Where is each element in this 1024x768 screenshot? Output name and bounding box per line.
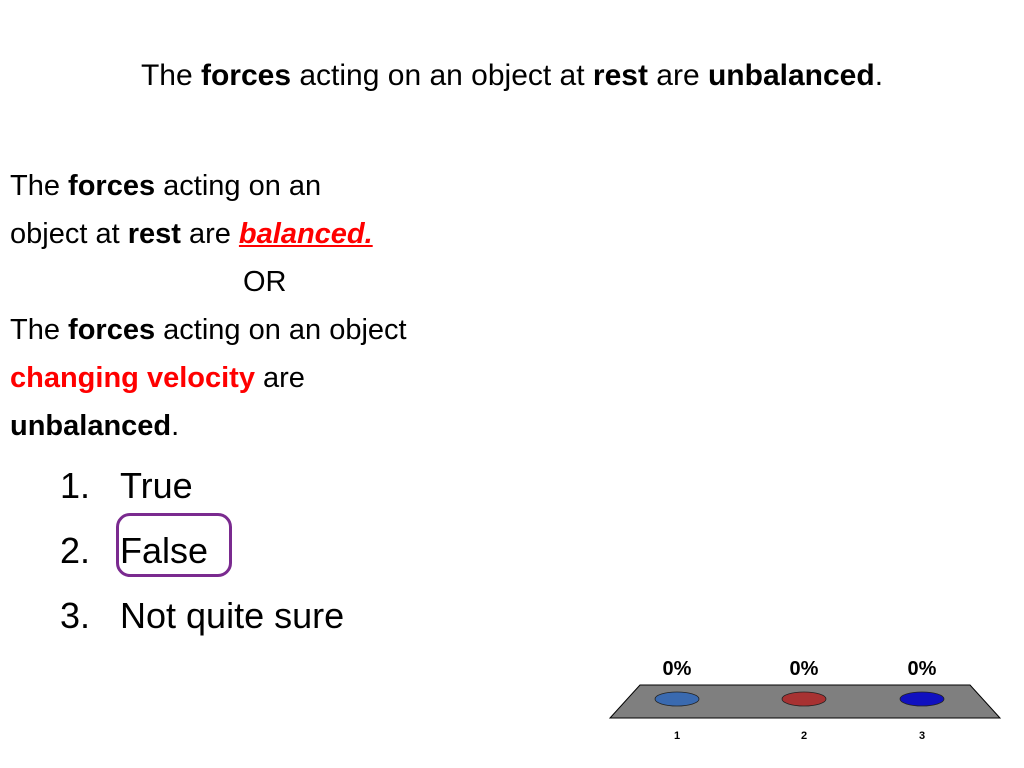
title-text: are (647, 59, 708, 92)
statement-balanced: balanced. (238, 218, 373, 250)
answer-list: 1. True 2. False 3. Not quite sure (60, 462, 344, 657)
statement-line-1: The forces acting on an (10, 162, 510, 210)
answer-number: 3. (60, 595, 91, 636)
statement-text: The (10, 314, 69, 346)
statement-text: are (180, 218, 239, 250)
chart-bar-base-1 (654, 691, 700, 707)
statement-text: are (254, 362, 305, 394)
statement-period: . (171, 410, 180, 442)
title-text: acting on an object at (291, 59, 593, 92)
title-rest: rest (592, 59, 648, 92)
statement-forces: forces (68, 314, 156, 346)
statement-line-5: changing velocity are (10, 354, 510, 402)
chart-value-label-3: 0% (907, 658, 937, 680)
poll-chart-svg (608, 684, 1002, 719)
answer-number: 1. (60, 465, 91, 506)
statement-line-4: The forces acting on an object (10, 306, 510, 354)
statement-line-6: unbalanced. (10, 402, 510, 450)
statement-unbalanced: unbalanced (10, 410, 172, 442)
answer-option-not-sure[interactable]: 3. Not quite sure (60, 592, 344, 657)
answer-label: True (120, 465, 193, 506)
chart-value-label-2: 0% (789, 658, 819, 680)
statement-text: acting on an (155, 170, 322, 202)
title-text: The (140, 59, 201, 92)
slide-title: The forces acting on an object at rest a… (0, 56, 1024, 96)
chart-category-label-1: 1 (673, 730, 681, 742)
statement-rest: rest (127, 218, 181, 250)
answer-option-false[interactable]: 2. False (60, 527, 344, 592)
title-unbalanced: unbalanced (707, 59, 875, 92)
statement-forces: forces (68, 170, 156, 202)
answer-label: Not quite sure (120, 595, 345, 636)
chart-bar-base-2 (781, 691, 827, 707)
title-forces: forces (200, 59, 292, 92)
statement-or: OR (243, 266, 287, 298)
statement-changing-velocity: changing velocity (10, 362, 255, 394)
correct-answer-highlight (116, 513, 232, 577)
answer-number: 2. (60, 530, 91, 571)
statement-text: object at (10, 218, 128, 250)
answer-option-true[interactable]: 1. True (60, 462, 344, 527)
chart-category-label-2: 2 (800, 730, 808, 742)
chart-bar-base-3 (899, 691, 945, 707)
statement-line-2: object at rest are balanced. (10, 210, 510, 258)
chart-category-label-3: 3 (918, 730, 926, 742)
statement-text: The (10, 170, 69, 202)
poll-results-chart: 0% 1 0% 2 0% 3 (600, 650, 1010, 760)
statement-block: The forces acting on an object at rest a… (10, 162, 510, 450)
answer-label: False (120, 530, 209, 571)
chart-value-label-1: 0% (662, 658, 692, 680)
title-period: . (874, 59, 884, 92)
statement-text: acting on an object (155, 314, 407, 346)
